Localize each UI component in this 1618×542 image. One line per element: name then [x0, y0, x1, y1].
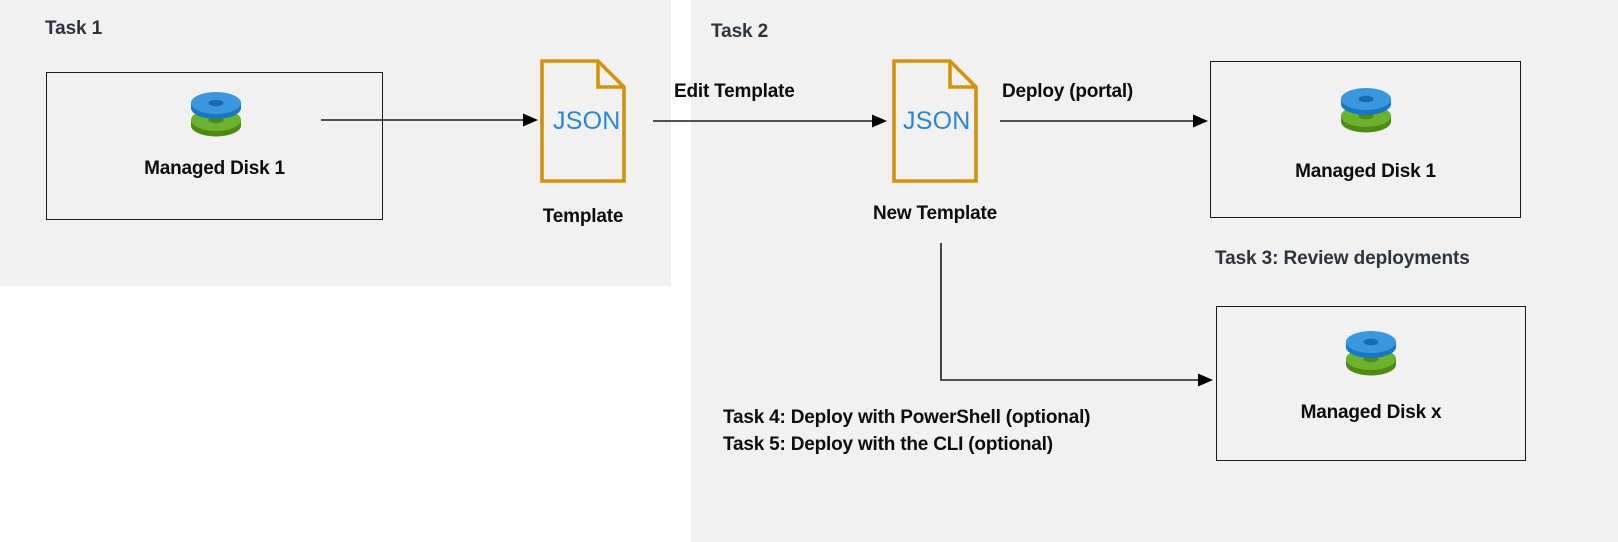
taskx-managed-disk-box: [1216, 306, 1526, 461]
template-caption: Template: [542, 206, 624, 227]
json-file-icon-new-template: [892, 59, 978, 183]
json-file-type-label-task2: JSON: [903, 107, 971, 135]
managed-disk-icon-target1: [1337, 88, 1395, 142]
task1-heading: Task 1: [45, 18, 103, 39]
managed-disk-icon-targetx: [1342, 331, 1400, 385]
task5-note: Task 5: Deploy with the CLI (optional): [723, 434, 1053, 455]
task2-heading: Task 2: [711, 21, 769, 42]
managed-disk-icon: [187, 92, 245, 146]
task2-managed-disk-box: [1210, 61, 1521, 218]
new-template-caption: New Template: [873, 203, 997, 224]
edit-template-arrow-label: Edit Template: [674, 81, 795, 102]
json-file-type-label-task1: JSON: [553, 107, 621, 135]
json-file-icon: [540, 59, 626, 183]
task1-managed-disk-label: Managed Disk 1: [144, 158, 285, 179]
task1-managed-disk-box: [46, 72, 383, 220]
task1-panel-background: [0, 0, 671, 286]
task2-managed-disk-label: Managed Disk 1: [1295, 161, 1436, 182]
taskx-managed-disk-label: Managed Disk x: [1300, 402, 1442, 423]
task2-panel-background: [691, 0, 1618, 542]
task3-heading: Task 3: Review deployments: [1215, 248, 1470, 269]
deploy-portal-arrow-label: Deploy (portal): [1002, 81, 1134, 102]
task4-note: Task 4: Deploy with PowerShell (optional…: [723, 407, 1091, 428]
